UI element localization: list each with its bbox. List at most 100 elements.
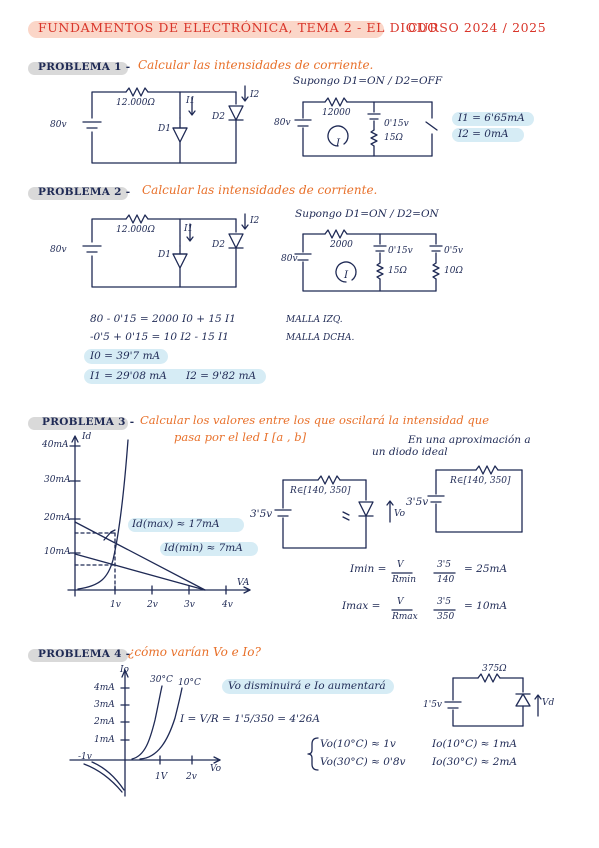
p2-result-i2: I2 = 9'82 mA: [186, 370, 257, 382]
p3-y-label-40: 40mA: [42, 440, 69, 450]
problem-2-label: PROBLEMA 2 -: [38, 186, 131, 198]
p3-imin-lhs: Imin =: [350, 563, 387, 575]
p3-imin-den: 140: [437, 575, 455, 585]
p1-diode-voltage: 0'15v: [384, 119, 409, 129]
p4-y-label-1: 1mA: [94, 735, 115, 745]
p4-y-label-4: 4mA: [94, 683, 115, 693]
p3-idmax-highlight: [128, 518, 244, 532]
p3-imin-num: 3'5: [437, 560, 451, 570]
p4-formula: I = V/R = 1'5/350 = 4'26A: [180, 713, 320, 725]
p2-resistor: 12.000Ω: [116, 225, 155, 235]
p4-graph: [69, 669, 221, 797]
p2-source-2: 80v: [281, 254, 298, 264]
p4-io-10c: Io(10°C) ≈ 1mA: [432, 738, 517, 750]
p3-resistor-range-2: R∈[140, 350]: [450, 476, 511, 486]
p3-note-line-2: un diodo ideal: [372, 446, 448, 458]
p2-result-i1: I1 = 29'08 mA: [90, 370, 167, 382]
p3-imax-result: = 10mA: [464, 600, 508, 612]
p2-d1: D1: [158, 250, 171, 260]
p3-graph: [67, 435, 251, 597]
p1-result-2-highlight: [452, 128, 524, 142]
p2-resistor-3: 15Ω: [388, 266, 407, 276]
problem-2-pill: [28, 187, 128, 200]
p2-result-i0: I0 = 39'7 mA: [90, 350, 161, 362]
p4-y-axis-label: Io: [120, 665, 129, 675]
problem-2-task: Calcular las intensidades de corriente.: [142, 183, 378, 197]
p4-x-label-2: 2v: [186, 772, 197, 782]
p1-result-i2: I2 = 0mA: [458, 128, 509, 140]
p4-x-label-1: 1V: [155, 772, 168, 782]
p4-circuit: [444, 673, 542, 727]
p1-d1: D1: [158, 124, 171, 134]
p3-y-label-10: 10mA: [44, 547, 71, 557]
p3-led-circuit: [274, 475, 394, 549]
problem-4-pill: [28, 649, 128, 662]
problem-3-task-line-2: pasa por el led I [a , b]: [174, 430, 307, 444]
p4-curve-30c: 30°C: [150, 675, 173, 685]
p4-source: 1'5v: [423, 700, 443, 710]
p1-source: 80v: [50, 120, 67, 130]
p1-result-1-highlight: [452, 112, 534, 126]
problem-3-pill: [28, 417, 128, 430]
problem-4-label: PROBLEMA 4 -: [38, 648, 131, 660]
p2-d2: D2: [212, 240, 225, 250]
p1-assumption: Supongo D1=ON / D2=OFF: [293, 75, 443, 87]
p4-vo-30c: Vo(30°C) ≈ 0'8v: [320, 756, 406, 768]
course-year: CURSO 2024 / 2025: [408, 20, 547, 35]
p3-x-label-3: 3v: [184, 600, 195, 610]
p3-x-label-2: 2v: [147, 600, 158, 610]
p3-imax-v: V: [397, 597, 404, 607]
p2-source: 80v: [50, 245, 67, 255]
p3-imax-num: 3'5: [437, 597, 451, 607]
p2-assumption: Supongo D1=ON / D2=ON: [295, 208, 439, 220]
p3-x-label-4: 4v: [222, 600, 233, 610]
p4-x-axis-label: Vo: [210, 764, 222, 774]
p2-equation-2: -0'5 + 0'15 = 10 I2 - 15 I1: [90, 331, 229, 343]
p2-loop-current: I: [344, 269, 349, 281]
p2-resistor-4: 10Ω: [444, 266, 463, 276]
p2-diode1-voltage: 0'15v: [388, 246, 413, 256]
p3-idmin-highlight: [160, 542, 258, 556]
p1-loop-current: I: [336, 137, 341, 149]
p3-resistor-range: R∈[140, 350]: [290, 486, 351, 496]
p2-diode2-voltage: 0'5v: [444, 246, 464, 256]
p1-resistor-2: 12000: [322, 108, 351, 118]
problem-3-task-line-1: Calcular los valores entre los que oscil…: [140, 413, 490, 427]
p4-statement: Vo disminuirá e Io aumentará: [228, 680, 386, 692]
p3-x-axis-label: VA: [237, 578, 250, 588]
p1-result-i1: I1 = 6'65mA: [458, 112, 525, 124]
p3-y-label-30: 30mA: [44, 475, 71, 485]
p4-curve-10c: 10°C: [178, 678, 201, 688]
p1-source-2: 80v: [274, 118, 291, 128]
p2-resistor-2: 2000: [330, 240, 353, 250]
p1-i2: I2: [250, 90, 260, 100]
p3-y-label-20: 20mA: [44, 513, 71, 523]
p2-result-1-highlight: [84, 349, 168, 364]
p4-vd: Vd: [542, 698, 555, 708]
p1-i1: I1: [186, 96, 196, 106]
p4-y-label-3: 3mA: [94, 700, 115, 710]
p3-y-axis-label: Id: [82, 432, 92, 442]
p3-imin-v: V: [397, 560, 404, 570]
p3-imax-den: 350: [437, 612, 455, 622]
p3-imax-rmax: Rmax: [392, 612, 418, 622]
p2-equation-1-tag: MALLA IZQ.: [286, 315, 343, 325]
p4-resistor: 375Ω: [482, 664, 507, 674]
p3-source: 3'5v: [250, 508, 273, 520]
p3-ideal-circuit: [427, 465, 523, 533]
p2-equation-2-tag: MALLA DCHA.: [286, 333, 355, 343]
p3-imax-lhs: Imax =: [342, 600, 381, 612]
problem-1-label: PROBLEMA 1 -: [38, 61, 131, 73]
document-title: FUNDAMENTOS DE ELECTRÓNICA, TEMA 2 - EL …: [38, 20, 439, 35]
p1-circuit-right: [294, 97, 438, 157]
p4-neg-label: -1v: [78, 752, 92, 762]
p3-x-label-1: 1v: [110, 600, 121, 610]
p3-note-line-1: En una aproximación a: [408, 434, 531, 446]
p1-resistor: 12.000Ω: [116, 98, 155, 108]
p3-idmax: Id(max) ≈ 17mA: [132, 518, 220, 530]
p2-equation-1: 80 - 0'15 = 2000 I0 + 15 I1: [90, 313, 236, 325]
p1-d2: D2: [212, 112, 225, 122]
header-highlight: [28, 21, 384, 38]
p3-vo: Vo: [394, 509, 406, 519]
